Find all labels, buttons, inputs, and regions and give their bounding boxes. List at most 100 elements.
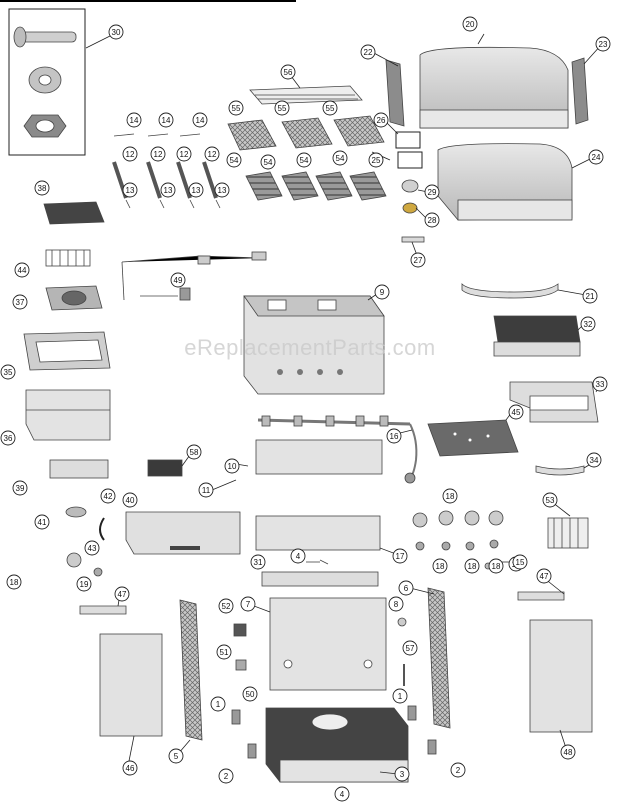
callout-24: 24 — [588, 149, 604, 165]
part-51-latch — [235, 659, 247, 671]
callout-circle — [160, 182, 176, 198]
callout-12: 12 — [204, 146, 220, 162]
callout-circle — [122, 760, 138, 776]
callout-number: 33 — [596, 380, 605, 389]
callout-13: 13 — [214, 182, 230, 198]
callout-20: 20 — [462, 16, 478, 32]
callout-number: 13 — [218, 186, 227, 195]
part-34-handle — [535, 465, 585, 476]
callout-7: 7 — [240, 596, 256, 612]
callout-number: 40 — [126, 496, 135, 505]
callout-circle — [580, 316, 596, 332]
callout-54: 54 — [296, 152, 312, 168]
callout-circle — [218, 598, 234, 614]
callout-circle — [560, 744, 576, 760]
part-33-frame — [509, 381, 599, 423]
callout-circle — [464, 558, 480, 574]
callout-circle — [228, 100, 244, 116]
callout-number: 19 — [80, 580, 89, 589]
callout-25: 25 — [368, 152, 384, 168]
callout-number: 31 — [254, 558, 263, 567]
callout-circle — [198, 482, 214, 498]
callout-54: 54 — [226, 152, 242, 168]
callout-9: 9 — [374, 284, 390, 300]
callout-circle — [14, 262, 30, 278]
part-29-bezel — [401, 179, 419, 193]
part-36-shelf — [25, 389, 111, 441]
part-25-hardware — [397, 151, 423, 169]
part-1-casters — [231, 705, 417, 725]
callout-circle — [188, 182, 204, 198]
callout-number: 54 — [300, 156, 309, 165]
callout-circle — [332, 150, 348, 166]
part-55-grates — [227, 115, 385, 151]
callout-17: 17 — [392, 548, 408, 564]
callout-50: 50 — [242, 686, 258, 702]
callout-circle — [592, 376, 608, 392]
part-16-manifold — [257, 415, 418, 484]
part-44-grate — [45, 249, 91, 267]
callout-number: 17 — [396, 552, 405, 561]
callout-number: 8 — [394, 600, 399, 609]
callout-34: 34 — [586, 452, 602, 468]
callout-45: 45 — [508, 404, 524, 420]
callout-46: 46 — [122, 760, 138, 776]
part-6-side — [427, 587, 451, 729]
part-19-bezels — [93, 539, 499, 577]
callout-circle — [588, 149, 604, 165]
callout-40: 40 — [122, 492, 138, 508]
callout-number: 12 — [208, 150, 217, 159]
callout-circle — [114, 586, 130, 602]
part-3-base — [265, 707, 409, 783]
callout-circle — [204, 146, 220, 162]
callout-number: 58 — [190, 448, 199, 457]
part-10-panel — [255, 439, 383, 475]
callout-circle — [360, 44, 376, 60]
callout-57: 57 — [402, 640, 418, 656]
callout-number: 10 — [228, 462, 237, 471]
callout-54: 54 — [332, 150, 348, 166]
callout-12: 12 — [176, 146, 192, 162]
callout-number: 56 — [284, 68, 293, 77]
callout-circle — [6, 574, 22, 590]
callout-circle — [0, 430, 16, 446]
callout-number: 4 — [296, 552, 301, 561]
callout-circle — [373, 112, 389, 128]
callout-number: 54 — [230, 156, 239, 165]
callout-13: 13 — [188, 182, 204, 198]
callout-circle — [402, 640, 418, 656]
callout-number: 55 — [278, 104, 287, 113]
callout-30: 30 — [108, 24, 124, 40]
callout-number: 23 — [599, 40, 608, 49]
callout-5: 5 — [168, 748, 184, 764]
callout-circle — [388, 596, 404, 612]
part-2-casters — [247, 739, 437, 759]
part-12-burners — [112, 161, 218, 199]
callout-circle — [280, 64, 296, 80]
callout-number: 39 — [16, 484, 25, 493]
callout-16: 16 — [386, 428, 402, 444]
callout-number: 47 — [540, 572, 549, 581]
callout-10: 10 — [224, 458, 240, 474]
callout-number: 12 — [154, 150, 163, 159]
callout-circle — [374, 284, 390, 300]
callout-14: 14 — [192, 112, 208, 128]
callout-circle — [150, 146, 166, 162]
part-35-frame — [23, 331, 111, 371]
callout-number: 35 — [4, 368, 13, 377]
callout-39: 39 — [12, 480, 28, 496]
part-26-hardware — [395, 131, 421, 149]
callout-number: 49 — [174, 276, 183, 285]
part-13-tubes — [125, 199, 221, 209]
callout-number: 26 — [377, 116, 386, 125]
callout-circle — [168, 748, 184, 764]
callout-4: 4 — [290, 548, 306, 564]
callout-circle — [186, 444, 202, 460]
callout-circle — [432, 558, 448, 574]
callout-circle — [322, 100, 338, 116]
callout-number: 30 — [112, 28, 121, 37]
part-37-burner-pan — [45, 285, 103, 311]
part-7-door — [269, 597, 387, 691]
callout-number: 46 — [126, 764, 135, 773]
